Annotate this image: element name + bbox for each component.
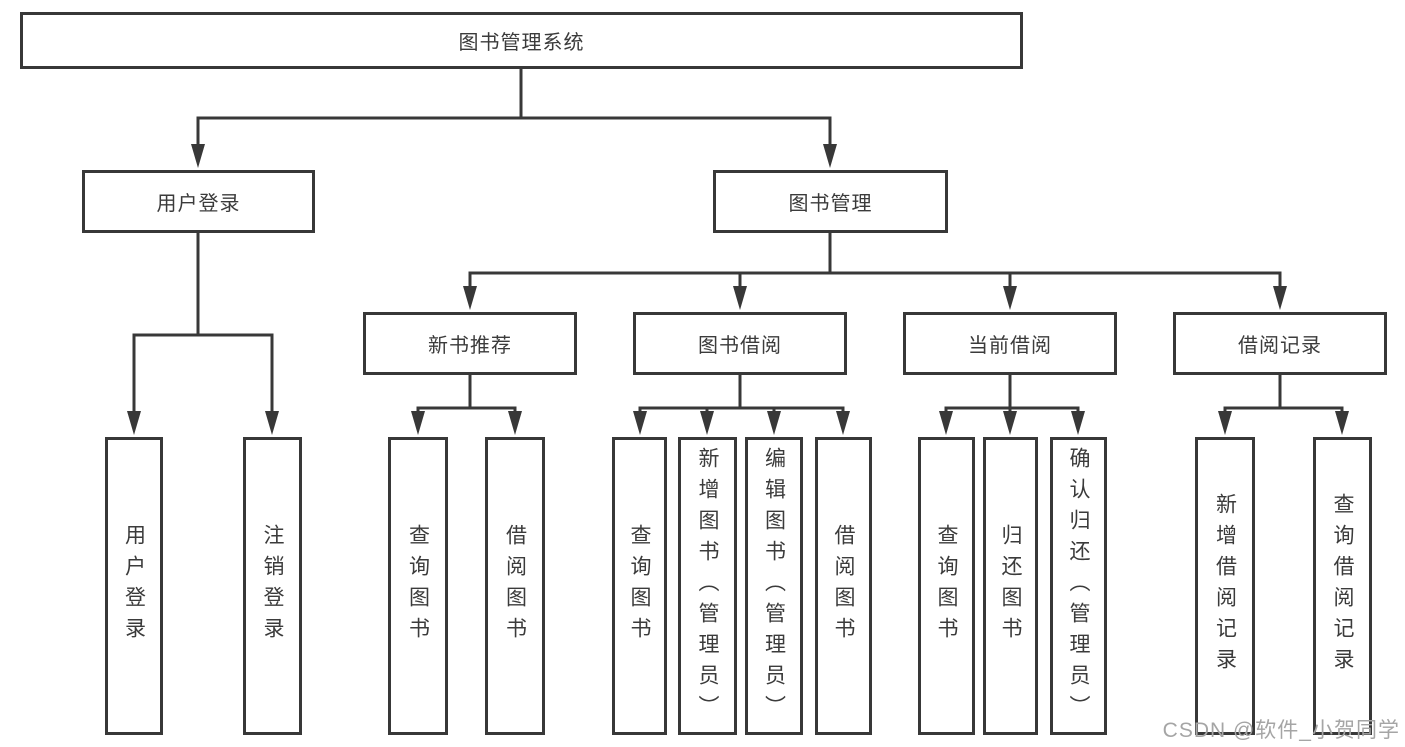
node-borrow-books-recommendation: 借阅图书 [485, 437, 545, 735]
csdn-watermark: CSDN @软件_小贺同学 [1162, 719, 1400, 742]
node-return-books: 归还图书 [983, 437, 1038, 735]
node-label: 归还图书 [999, 524, 1022, 648]
node-label: 借阅记录 [1238, 335, 1322, 357]
node-book-borrowing: 图书借阅 [633, 312, 847, 375]
node-label: 用户登录 [122, 524, 146, 648]
node-logout: 注销登录 [243, 437, 302, 735]
node-label: 新增借阅记录 [1213, 493, 1237, 679]
node-label: 查询借阅记录 [1331, 493, 1354, 679]
node-current-borrowing: 当前借阅 [903, 312, 1117, 375]
node-new-book-recommendation: 新书推荐 [363, 312, 577, 375]
node-label: 查询图书 [406, 524, 430, 648]
node-label: 新增图书（管理员） [696, 446, 719, 726]
node-label: 用户登录 [156, 193, 241, 215]
node-book-management: 图书管理 [713, 170, 948, 233]
node-label: 借阅图书 [503, 524, 527, 648]
node-label: 查询图书 [628, 524, 651, 648]
node-label: 注销登录 [261, 524, 284, 648]
node-add-borrow-record: 新增借阅记录 [1195, 437, 1255, 735]
node-confirm-return-admin: 确认归还（管理员） [1050, 437, 1107, 735]
node-user-login-leaf: 用户登录 [105, 437, 163, 735]
node-label: 确认归还（管理员） [1067, 446, 1090, 726]
node-label: 新书推荐 [428, 335, 512, 357]
node-label: 图书管理系统 [458, 32, 585, 54]
node-borrowing-records: 借阅记录 [1173, 312, 1387, 375]
node-query-books-current: 查询图书 [918, 437, 975, 735]
node-label: 借阅图书 [832, 524, 855, 648]
node-edit-books-admin: 编辑图书（管理员） [745, 437, 803, 735]
node-query-borrow-record: 查询借阅记录 [1313, 437, 1372, 735]
node-label: 查询图书 [935, 524, 958, 648]
node-library-management-system: 图书管理系统 [20, 12, 1023, 69]
node-query-books-recommendation: 查询图书 [388, 437, 448, 735]
node-borrow-books-leaf: 借阅图书 [815, 437, 872, 735]
node-label: 图书管理 [788, 193, 873, 215]
node-query-books-borrowing: 查询图书 [612, 437, 667, 735]
node-user-login: 用户登录 [82, 170, 315, 233]
node-label: 当前借阅 [968, 335, 1052, 357]
node-label: 图书借阅 [698, 335, 782, 357]
node-add-books-admin: 新增图书（管理员） [678, 437, 737, 735]
node-label: 编辑图书（管理员） [762, 446, 786, 726]
